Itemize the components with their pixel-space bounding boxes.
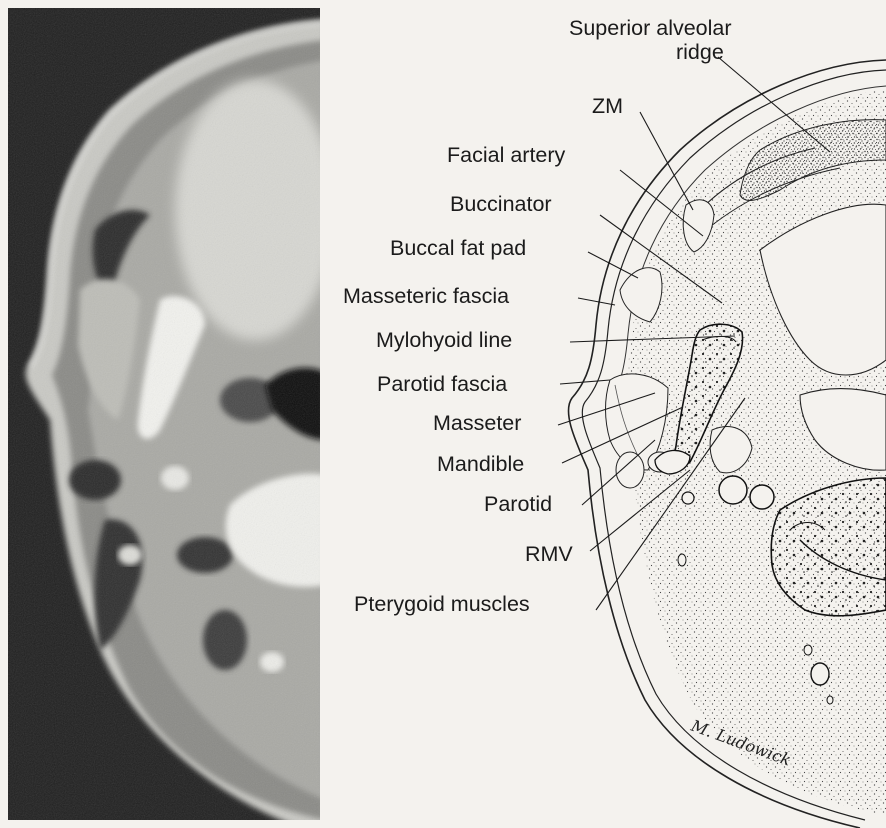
ct-scan-image bbox=[0, 0, 325, 828]
anatomical-drawing: M. Ludowick bbox=[325, 0, 886, 828]
